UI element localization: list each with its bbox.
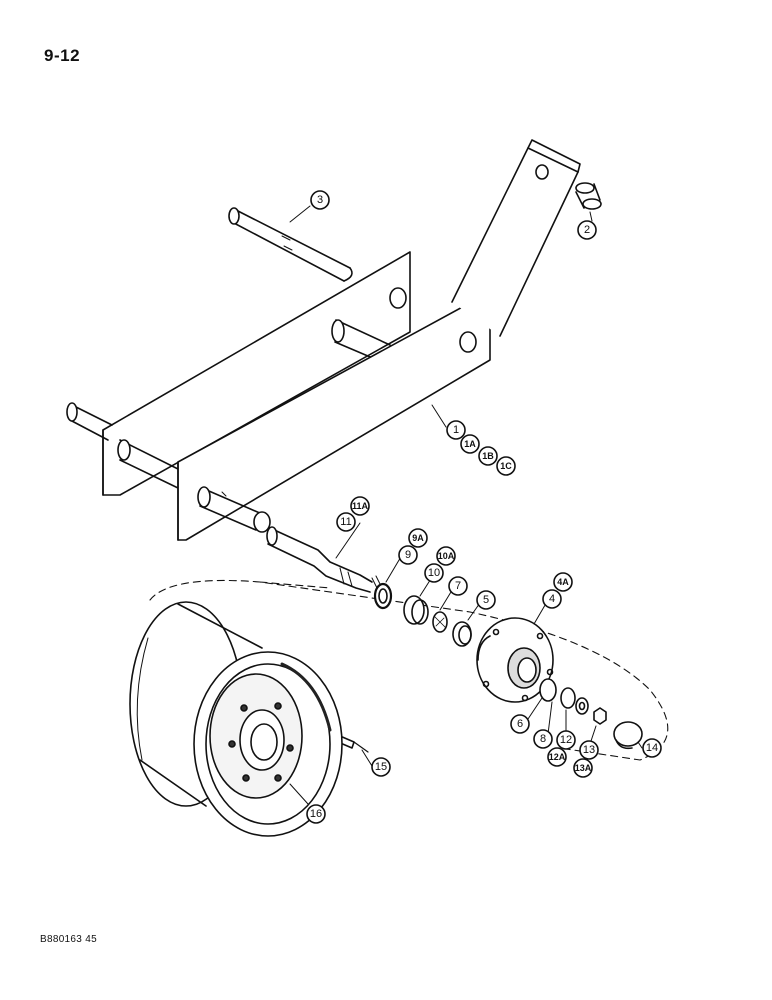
callout-14: 14 [642, 738, 662, 758]
wheel-group-outline [149, 579, 669, 761]
callout-1c: 1C [496, 456, 516, 476]
svg-text:11: 11 [340, 516, 351, 528]
svg-text:9: 9 [405, 549, 411, 561]
svg-text:7: 7 [455, 580, 461, 592]
svg-text:14: 14 [646, 742, 658, 754]
callout-4: 4 [542, 589, 562, 609]
svg-text:13A: 13A [575, 763, 592, 773]
svg-text:12A: 12A [549, 752, 566, 762]
svg-text:9A: 9A [412, 533, 424, 543]
callout-16: 16 [306, 804, 326, 824]
bearing-cone-7 [432, 611, 448, 633]
svg-text:3: 3 [317, 194, 323, 206]
callout-10: 10 [424, 563, 444, 583]
svg-text:15: 15 [375, 761, 387, 773]
seal-9 [373, 582, 393, 610]
svg-text:1A: 1A [464, 439, 476, 449]
svg-text:1: 1 [453, 424, 459, 436]
callout-11a: 11A [350, 496, 370, 516]
hub-cap-14 [613, 721, 643, 750]
callout-1b: 1B [478, 446, 498, 466]
callout-8: 8 [533, 729, 553, 749]
bearing-cone-8 [539, 678, 557, 702]
callout-10a: 10A [436, 546, 456, 566]
callout-1: 1 [446, 420, 466, 440]
callout-11: 11 [336, 512, 356, 532]
bushing-2 [575, 182, 602, 210]
callout-15: 15 [371, 757, 391, 777]
bore-tube [197, 486, 271, 533]
svg-text:2: 2 [584, 224, 590, 236]
svg-text:8: 8 [540, 733, 546, 745]
nut-13 [593, 707, 607, 725]
cross-pin [117, 319, 391, 489]
callout-13: 13 [579, 740, 599, 760]
callout-2: 2 [577, 220, 597, 240]
svg-text:10: 10 [428, 567, 440, 579]
document-code: B880163 45 [40, 934, 97, 945]
svg-text:16: 16 [310, 808, 322, 820]
svg-text:11A: 11A [352, 501, 369, 511]
svg-text:10A: 10A [438, 551, 455, 561]
wheel-rim-16 [129, 601, 343, 837]
callout-12: 12 [556, 730, 576, 750]
hub-4 [476, 617, 554, 703]
pin-3 [228, 207, 353, 282]
svg-text:1C: 1C [500, 461, 512, 471]
callout-3: 3 [310, 190, 330, 210]
svg-text:4A: 4A [557, 577, 569, 587]
svg-text:5: 5 [483, 594, 489, 606]
svg-text:13: 13 [583, 744, 595, 756]
callout-6: 6 [510, 714, 530, 734]
callout-12a: 12A [547, 747, 567, 767]
callout-1a: 1A [460, 434, 480, 454]
angled-arm [451, 139, 581, 337]
svg-text:12: 12 [560, 734, 572, 746]
callout-9a: 9A [408, 528, 428, 548]
bearing-cup-10 [403, 595, 429, 625]
svg-text:6: 6 [517, 718, 523, 730]
front-plate [177, 291, 491, 541]
callout-9: 9 [398, 545, 418, 565]
callout-5: 5 [476, 590, 496, 610]
washer-12 [560, 687, 589, 715]
spindle-11 [266, 526, 385, 595]
callout-7: 7 [448, 576, 468, 596]
svg-text:4: 4 [549, 593, 555, 605]
rear-plate [102, 251, 411, 496]
callout-13a: 13A [573, 758, 593, 778]
callout-4a: 4A [553, 572, 573, 592]
bearing-cup-5 [452, 621, 472, 647]
page-number: 9-12 [44, 46, 81, 65]
svg-text:1B: 1B [482, 451, 494, 461]
left-pin-stub [66, 402, 113, 441]
